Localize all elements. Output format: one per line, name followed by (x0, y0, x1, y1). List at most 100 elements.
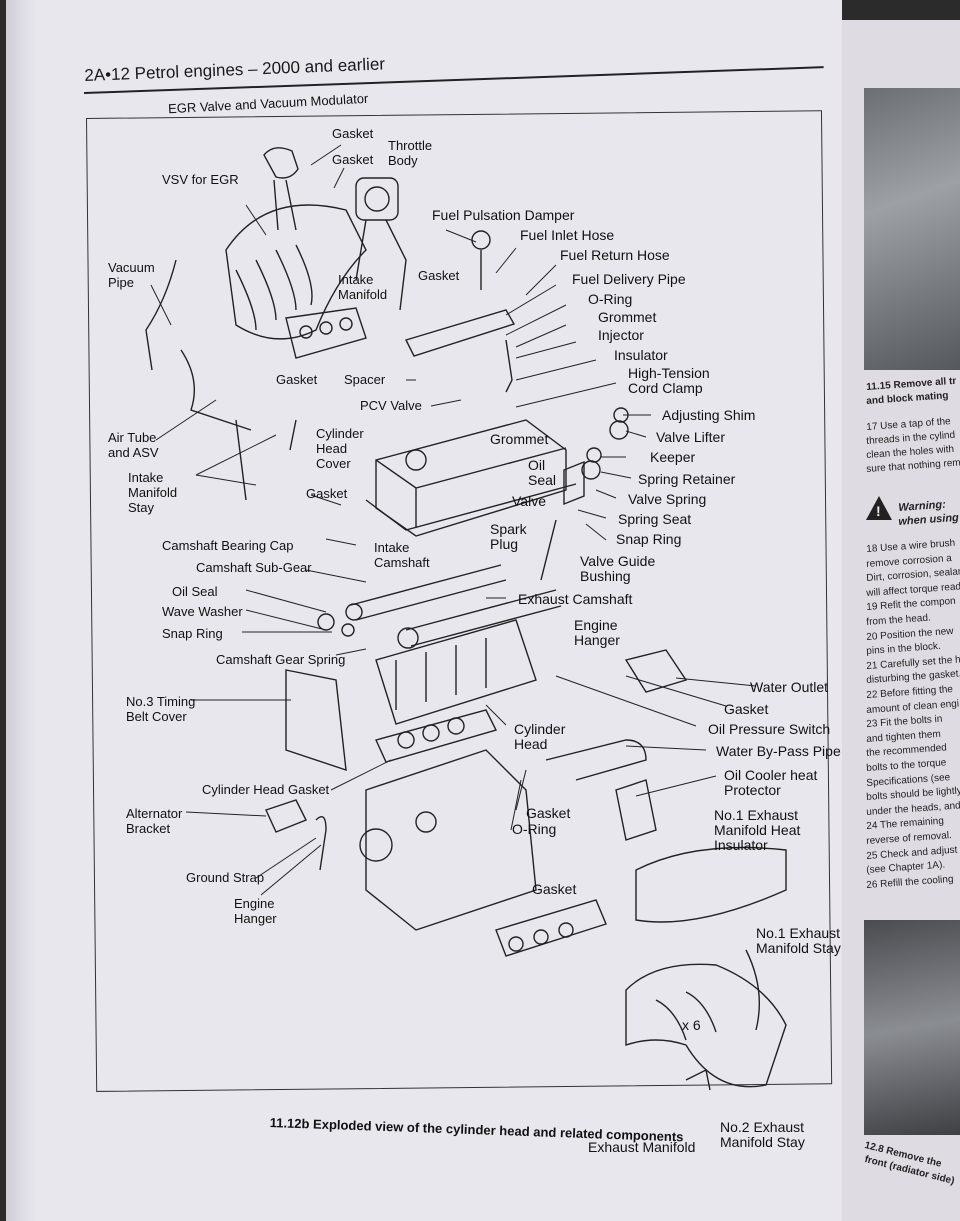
label-pcv-valve: PCV Valve (360, 398, 422, 413)
label-exhaust-camshaft: Exhaust Camshaft (518, 591, 633, 607)
right-text-line: pins in the block. (866, 640, 942, 658)
engine-block-part (365, 749, 537, 931)
exhaust-camshaft-part (405, 589, 562, 647)
label-gasket-3: Gasket (418, 268, 460, 283)
photo-engine-front (864, 920, 960, 1135)
label-snap-ring-2: Snap Ring (162, 626, 223, 641)
injector-part (505, 339, 513, 393)
label-oil-seal-1: Oil Seal (528, 457, 557, 488)
label-wave-washer: Wave Washer (162, 604, 243, 619)
book-page-right: 11.15 Remove all tr and block mating 17 … (842, 20, 960, 1221)
heat-insulator-part (635, 846, 787, 923)
label-gasket-2: Gasket (332, 152, 374, 167)
right-text-line: (see Chapter 1A). (866, 859, 946, 877)
label-air-tube: Air Tube and ASV (108, 430, 159, 460)
label-gasket-8: Gasket (532, 881, 577, 897)
label-vacuum-pipe: Vacuum Pipe (108, 260, 155, 290)
leader-lines (150, 144, 757, 896)
label-intake-manifold: Intake Manifold (338, 272, 388, 302)
right-text-line: 26 Refill the cooling (866, 873, 954, 891)
label-intake-camshaft: Intake Camshaft (374, 540, 430, 570)
engine-hanger-part (315, 816, 327, 871)
right-text-line: and tighten them (866, 728, 942, 745)
head-cover-gasket-part (365, 483, 577, 531)
label-camshaft-bearing-cap: Camshaft Bearing Cap (162, 538, 294, 553)
water-bypass-part (545, 739, 647, 781)
right-text-line: amount of clean engi (866, 698, 960, 716)
label-gasket-1: Gasket (332, 126, 374, 141)
label-spring-retainer: Spring Retainer (638, 471, 736, 487)
label-cyl-head-cover: Cylinder Head Cover (316, 426, 364, 471)
label-o-ring-1: O-Ring (588, 291, 633, 307)
alternator-bracket-part (265, 799, 307, 833)
label-vsv-egr: VSV for EGR (162, 172, 239, 187)
label-camshaft-sub-gear: Camshaft Sub-Gear (196, 560, 312, 575)
right-text-line: bolts to the torque (866, 757, 947, 774)
label-cylinder-head: Cylinder Head (514, 721, 566, 752)
label-fuel-delivery: Fuel Delivery Pipe (572, 271, 686, 287)
label-gasket-4: Gasket (276, 372, 318, 387)
label-fuel-pulsation: Fuel Pulsation Damper (432, 207, 575, 223)
label-adjusting-shim: Adjusting Shim (662, 407, 756, 423)
label-exhaust-stay-2: No.2 Exhaust Manifold Stay (720, 1119, 805, 1150)
right-text-line: reverse of removal. (866, 830, 953, 847)
valve-spring-part (563, 460, 585, 506)
intake-camshaft-part (350, 564, 507, 621)
label-water-outlet: Water Outlet (750, 679, 829, 695)
label-water-bypass: Water By-Pass Pipe (716, 743, 841, 759)
photo-cylinder-block (864, 88, 960, 370)
label-oil-pressure-switch: Oil Pressure Switch (708, 721, 831, 737)
label-valve-guide: Valve Guide Bushing (580, 553, 656, 584)
label-gasket-5: Gasket (306, 486, 348, 501)
exploded-engine-diagram (145, 144, 787, 1091)
vacuum-pipe-part (145, 259, 177, 371)
label-valve-lifter: Valve Lifter (656, 429, 725, 445)
head-gasket-part (375, 709, 498, 763)
label-timing-belt-cover: No.3 Timing Belt Cover (126, 694, 196, 724)
right-text-line: the recommended (866, 742, 948, 760)
intake-manifold-part (225, 204, 367, 340)
label-engine-hanger-1: Engine Hanger (574, 617, 620, 648)
label-spacer: Spacer (344, 372, 386, 387)
label-exhaust-manifold: Exhaust Manifold (588, 1139, 696, 1155)
exhaust-stay-2-part (685, 1068, 711, 1091)
warning-title: Warning: (898, 498, 947, 514)
label-oil-cooler: Oil Cooler heat Protector (724, 767, 818, 798)
warning-icon (866, 496, 892, 520)
throttle-body-part (355, 177, 399, 221)
label-spark-plug: Spark Plug (490, 521, 527, 552)
label-throttle-body: Throttle Body (388, 138, 433, 168)
cylinder-head-part (375, 619, 537, 725)
label-fuel-return: Fuel Return Hose (560, 247, 670, 263)
label-keeper: Keeper (650, 449, 696, 465)
photo-caption-cont: and block mating (866, 390, 949, 407)
egr-valve-part (263, 147, 299, 179)
label-exhaust-stay-1: No.1 Exhaust Manifold Stay (756, 925, 841, 956)
right-text-line: 22 Before fitting the (866, 683, 954, 701)
exhaust-gasket-part (495, 899, 607, 957)
page-gutter-shadow (6, 0, 36, 1221)
fuel-delivery-part (405, 309, 516, 357)
label-exhaust-heat-insulator: No.1 Exhaust Manifold Heat Insulator (714, 807, 801, 853)
warning-sub: when using (898, 511, 960, 528)
exhaust-manifold-part (625, 963, 787, 1088)
right-text-line: 24 The remaining (866, 815, 945, 833)
intake-gasket-part (285, 307, 367, 359)
label-snap-ring-1: Snap Ring (616, 531, 682, 547)
label-spring-seat: Spring Seat (618, 511, 692, 527)
label-grommet-1: Grommet (598, 309, 657, 325)
water-outlet-part (624, 649, 688, 693)
right-text-line: from the head. (866, 612, 932, 628)
label-gasket-6: Gasket (724, 701, 769, 717)
right-text-line: 18 Use a wire brush (866, 537, 956, 555)
label-insulator: Insulator (614, 347, 668, 363)
label-intake-manifold-stay: Intake Manifold Stay (128, 470, 178, 515)
air-tube-part (180, 349, 252, 431)
label-engine-hanger-2: Engine Hanger (234, 896, 277, 926)
right-text-line: under the heads, and (866, 800, 960, 818)
right-text-line: 19 Refit the compon (866, 596, 957, 614)
label-ground-strap: Ground Strap (186, 870, 265, 885)
oil-cooler-part (615, 779, 657, 841)
right-text-line: 23 Fit the bolts in (866, 713, 943, 731)
label-cylinder-head-gasket: Cylinder Head Gasket (202, 782, 330, 797)
